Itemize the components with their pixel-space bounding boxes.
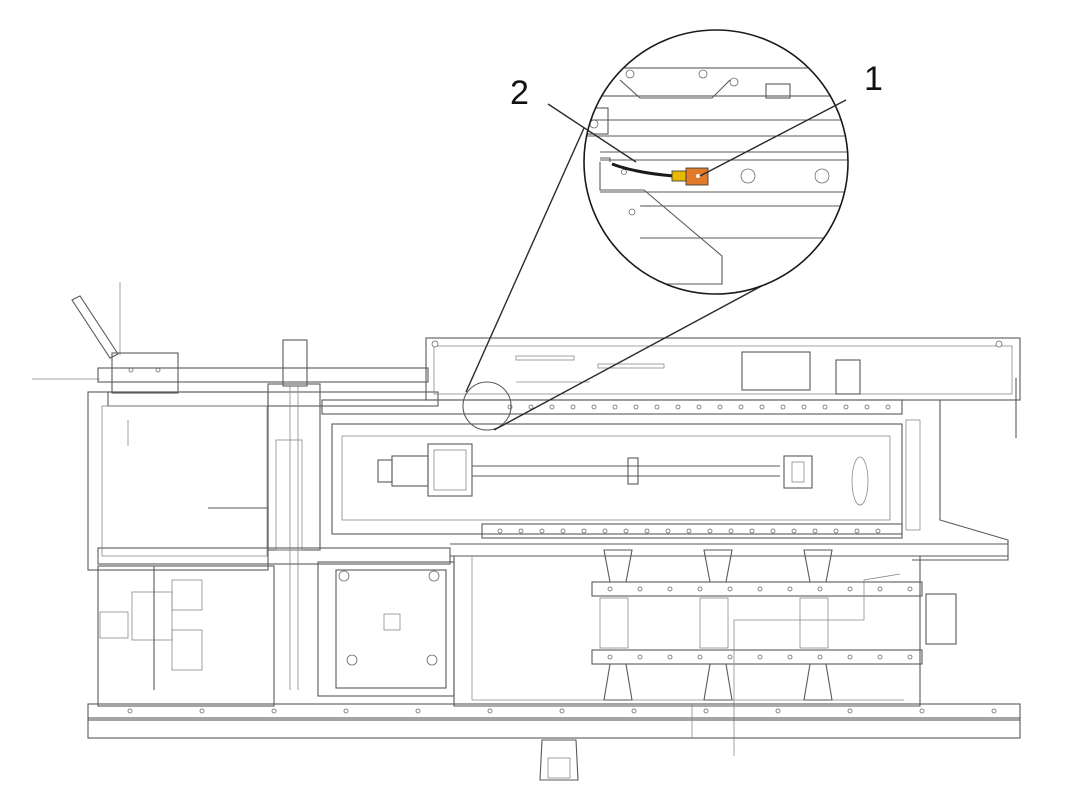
rail-hole	[728, 528, 734, 534]
rail-hole	[665, 528, 671, 534]
rail-hole	[919, 708, 925, 714]
rail-hole	[549, 404, 555, 410]
rail-hole	[749, 528, 755, 534]
rail-hole	[686, 528, 692, 534]
rail-hole	[667, 654, 673, 660]
rail-hole	[907, 654, 913, 660]
rail-hole	[518, 528, 524, 534]
rail-hole	[864, 404, 870, 410]
rail-hole	[271, 708, 277, 714]
rail-hole	[644, 528, 650, 534]
rail-hole	[817, 586, 823, 592]
rail-hole	[560, 528, 566, 534]
rail-hole	[487, 708, 493, 714]
rail-hole	[415, 708, 421, 714]
rail-hole	[757, 654, 763, 660]
rail-hole	[885, 404, 891, 410]
rail-hole	[539, 528, 545, 534]
machine-frame	[32, 282, 1021, 781]
rail-hole	[759, 404, 765, 410]
rail-hole	[697, 586, 703, 592]
rail-hole	[822, 404, 828, 410]
rail-hole	[607, 586, 613, 592]
callout-label-2: 2	[510, 74, 529, 112]
rail-hole	[667, 586, 673, 592]
rail-hole	[675, 404, 681, 410]
rail-hole	[991, 708, 997, 714]
rail-hole	[127, 708, 133, 714]
rail-hole	[559, 708, 565, 714]
rail-hole	[696, 404, 702, 410]
rail-hole	[199, 708, 205, 714]
hole-markers	[127, 404, 997, 714]
rail-hole	[817, 654, 823, 660]
rail-hole	[654, 404, 660, 410]
rail-hole	[637, 654, 643, 660]
rail-hole	[707, 528, 713, 534]
rail-hole	[875, 528, 881, 534]
rail-hole	[854, 528, 860, 534]
rail-hole	[497, 528, 503, 534]
rail-hole	[637, 586, 643, 592]
rail-hole	[877, 586, 883, 592]
rail-hole	[633, 404, 639, 410]
rail-hole	[727, 654, 733, 660]
rail-hole	[612, 404, 618, 410]
rail-hole	[847, 586, 853, 592]
callout-label-1: 1	[864, 60, 883, 98]
rail-hole	[780, 404, 786, 410]
detail-circle	[583, 29, 849, 295]
rail-hole	[847, 654, 853, 660]
rail-hole	[787, 586, 793, 592]
rail-hole	[570, 404, 576, 410]
rail-hole	[791, 528, 797, 534]
rail-hole	[770, 528, 776, 534]
rail-hole	[907, 586, 913, 592]
rail-hole	[801, 404, 807, 410]
rail-hole	[717, 404, 723, 410]
rail-hole	[581, 528, 587, 534]
rail-hole	[528, 404, 534, 410]
sensor-cable	[611, 162, 675, 178]
callout-1: 1	[699, 60, 883, 177]
detail-zoom-lines	[462, 127, 781, 431]
rail-hole	[343, 708, 349, 714]
rail-hole	[703, 708, 709, 714]
rail-hole	[727, 586, 733, 592]
rail-hole	[787, 654, 793, 660]
rail-hole	[607, 654, 613, 660]
rail-hole	[757, 586, 763, 592]
rail-hole	[812, 528, 818, 534]
rail-hole	[738, 404, 744, 410]
cable-connector	[671, 170, 687, 182]
rail-hole	[847, 708, 853, 714]
rail-hole	[631, 708, 637, 714]
rail-hole	[591, 404, 597, 410]
rail-hole	[775, 708, 781, 714]
rail-hole	[833, 528, 839, 534]
rail-hole	[623, 528, 629, 534]
rail-hole	[877, 654, 883, 660]
rail-hole	[843, 404, 849, 410]
rail-hole	[697, 654, 703, 660]
rail-hole	[602, 528, 608, 534]
callout-2: 2	[510, 74, 637, 163]
